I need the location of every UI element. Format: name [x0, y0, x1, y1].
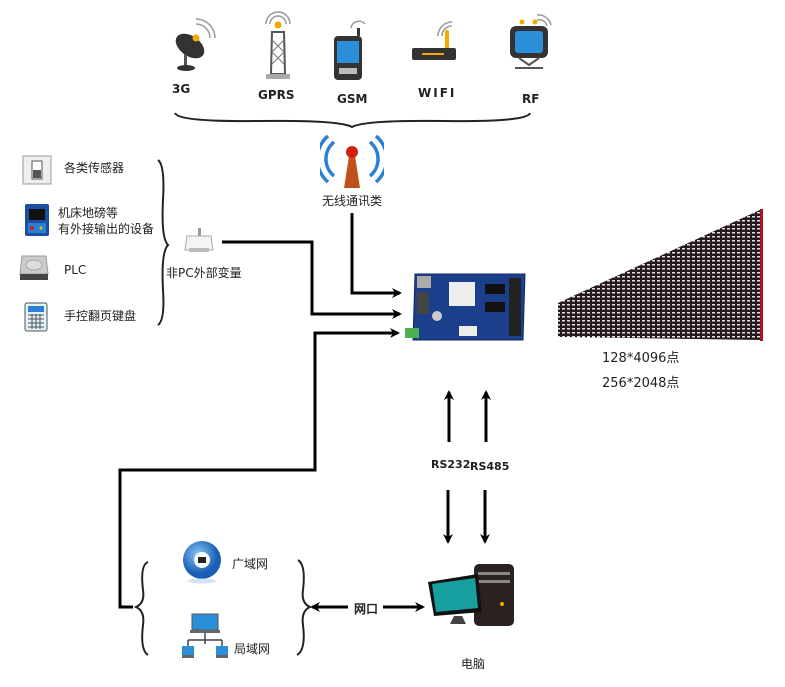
arcade-machine-icon — [24, 203, 50, 241]
network-right-brace — [296, 559, 313, 656]
display-spec-2: 256*2048点 — [602, 376, 680, 391]
label-3g: 3G — [172, 82, 191, 96]
network-left-brace — [133, 561, 149, 656]
desktop-computer-icon — [426, 560, 518, 634]
left-brace — [157, 159, 170, 326]
led-panel-icon — [556, 207, 766, 346]
label-rf: RF — [522, 92, 540, 106]
wireless-line — [350, 213, 402, 298]
wifi-router-icon — [408, 12, 460, 72]
tv-antenna-icon — [505, 10, 555, 78]
label-gsm: GSM — [337, 92, 368, 106]
computer-label: 电脑 — [461, 657, 486, 671]
rs485-label: RS485 — [470, 460, 510, 473]
hard-drive-icon — [18, 254, 50, 286]
lan-network-icon — [182, 612, 228, 666]
switch-sensor-icon — [22, 155, 52, 189]
network-label-wan: 广域网 — [232, 557, 269, 571]
controller-board-icon — [405, 270, 529, 350]
mobile-phone-icon — [331, 18, 371, 86]
calculator-keypad-icon — [24, 302, 48, 336]
top-brace — [174, 112, 531, 129]
display-spec-1: 128*4096点 — [602, 351, 680, 366]
network-label-lan: 局域网 — [234, 642, 271, 656]
external-line — [222, 240, 402, 319]
serial-connector-icon — [182, 226, 216, 260]
label-wifi: WIFI — [418, 86, 457, 100]
device-label-machines-1: 机床地磅等 — [58, 206, 119, 220]
signal-tower-icon — [260, 10, 296, 84]
net-port-label: 网口 — [354, 602, 379, 616]
device-label-plc: PLC — [64, 263, 87, 277]
wireless-antenna-icon — [315, 130, 389, 194]
globe-network-icon — [181, 540, 223, 588]
device-label-sensors: 各类传感器 — [64, 161, 125, 175]
external-group-label: 非PC外部变量 — [166, 266, 242, 280]
satellite-dish-icon — [170, 16, 220, 78]
device-label-keypad: 手控翻页键盘 — [64, 309, 137, 323]
label-gprs: GPRS — [258, 88, 295, 102]
network-line — [118, 328, 400, 609]
device-label-machines-2: 有外接输出的设备 — [58, 222, 155, 236]
rs232-label: RS232 — [431, 458, 471, 471]
wireless-group-label: 无线通讯类 — [322, 194, 383, 208]
